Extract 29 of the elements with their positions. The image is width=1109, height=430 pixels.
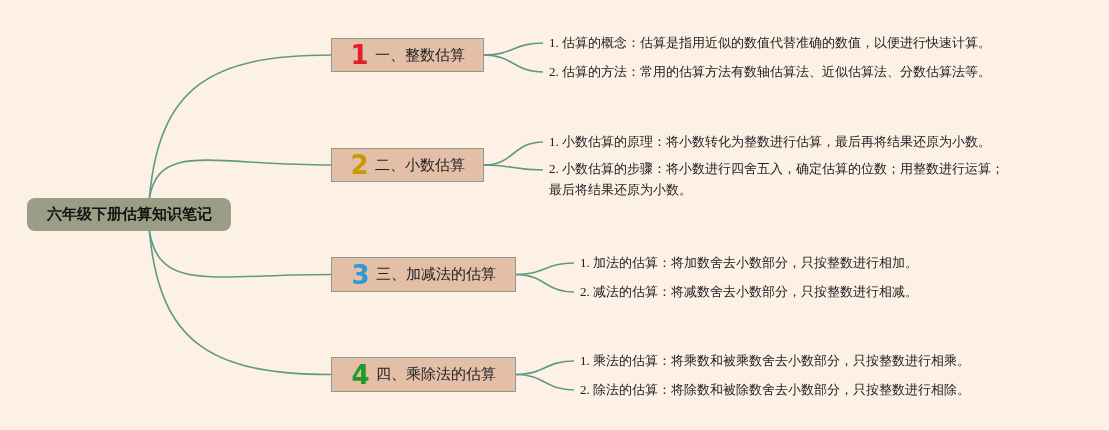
topic-box: [331, 148, 484, 182]
topic-label: 二、小数估算: [374, 155, 465, 175]
connector-line: [483, 54, 544, 73]
central-topic-box: [27, 198, 231, 231]
topic-box: [331, 38, 484, 72]
note-text: 2. 减法的估算：将减数舍去小数部分，只按整数进行相减。: [580, 282, 918, 301]
connector-line: [515, 373, 575, 391]
note-text: 1. 估算的概念：估算是指用近似的数值代替准确的数值，以便进行快速计算。: [549, 33, 991, 52]
note-text: 1. 小数估算的原理：将小数转化为整数进行估算，最后再将结果还原为小数。: [549, 132, 991, 151]
connector-line: [515, 273, 575, 293]
note-text: 1. 乘法的估算：将乘数和被乘数舍去小数部分，只按整数进行相乘。: [580, 351, 970, 370]
note-text: 1. 加法的估算：将加数舍去小数部分，只按整数进行相加。: [580, 253, 918, 272]
topic-label: 四、乘除法的估算: [375, 365, 496, 384]
connector-line: [483, 164, 544, 171]
topic-box: [331, 257, 516, 292]
note-text: 2. 除法的估算：将除数和被除数舍去小数部分，只按整数进行相除。: [580, 380, 970, 399]
number-marker: 3: [351, 261, 370, 288]
connector-line: [148, 159, 332, 199]
number-marker: 2: [350, 152, 369, 178]
topic-label: 三、加减法的估算: [375, 265, 496, 284]
number-marker: 1: [350, 42, 369, 68]
note-text: 2. 小数估算的步骤：将小数进行四舍五入，确定估算的位数；用整数进行运算；最后将结果还原为小数。: [549, 160, 1005, 199]
topic-box: [331, 357, 516, 392]
number-marker: 4: [351, 361, 370, 388]
topic-label: 一、整数估算: [374, 45, 465, 65]
central-topic-label: 六年级下册估算知识笔记: [46, 205, 212, 224]
connector-line: [148, 230, 332, 376]
connector-line: [148, 230, 332, 278]
note-text: 2. 估算的方法：常用的估算方法有数轴估算法、近似估算法、分数估算法等。: [549, 62, 991, 81]
